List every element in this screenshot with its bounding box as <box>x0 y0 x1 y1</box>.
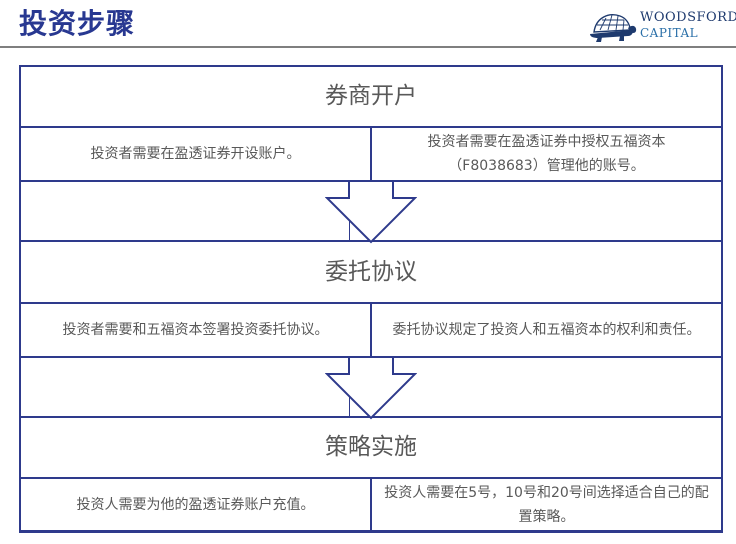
logo-wordmark-line1: WOODSFORD <box>640 10 736 25</box>
step1-right-cell: 投资者需要在盈透证券中授权五福资本（F8038683）管理他的账号。 <box>427 134 666 174</box>
step1-left-cell: 投资者需要在盈透证券开设账户。 <box>90 146 301 162</box>
header-divider <box>0 46 736 48</box>
down-arrow-icon <box>325 356 417 420</box>
frame-top-border <box>19 65 723 67</box>
step2-left-cell: 投资者需要和五福资本签署投资委托协议。 <box>62 322 329 338</box>
step2-title: 委托协议 <box>325 259 417 285</box>
step3-cell-divider <box>370 477 372 532</box>
logo-wordmark-line2: CAPITAL <box>640 26 699 40</box>
step3-right-cell: 投资人需要在5号，10号和20号间选择适合自己的配置策略。 <box>384 484 709 525</box>
step1-title: 券商开户 <box>325 83 417 109</box>
step3-left-cell: 投资人需要为他的盈透证券账户充值。 <box>76 496 315 513</box>
step3-title: 策略实施 <box>325 434 417 460</box>
steps-frame <box>19 66 723 531</box>
step2-cell-divider <box>370 302 372 358</box>
step2-right-cell: 委托协议规定了投资人和五福资本的权利和责任。 <box>392 322 701 338</box>
page-title: 投资步骤 <box>19 7 136 40</box>
woodsford-logo: WOODSFORD CAPITAL <box>588 8 736 44</box>
step1-cell-divider <box>370 126 372 182</box>
down-arrow-icon <box>325 180 417 244</box>
tortoise-icon <box>590 14 637 42</box>
